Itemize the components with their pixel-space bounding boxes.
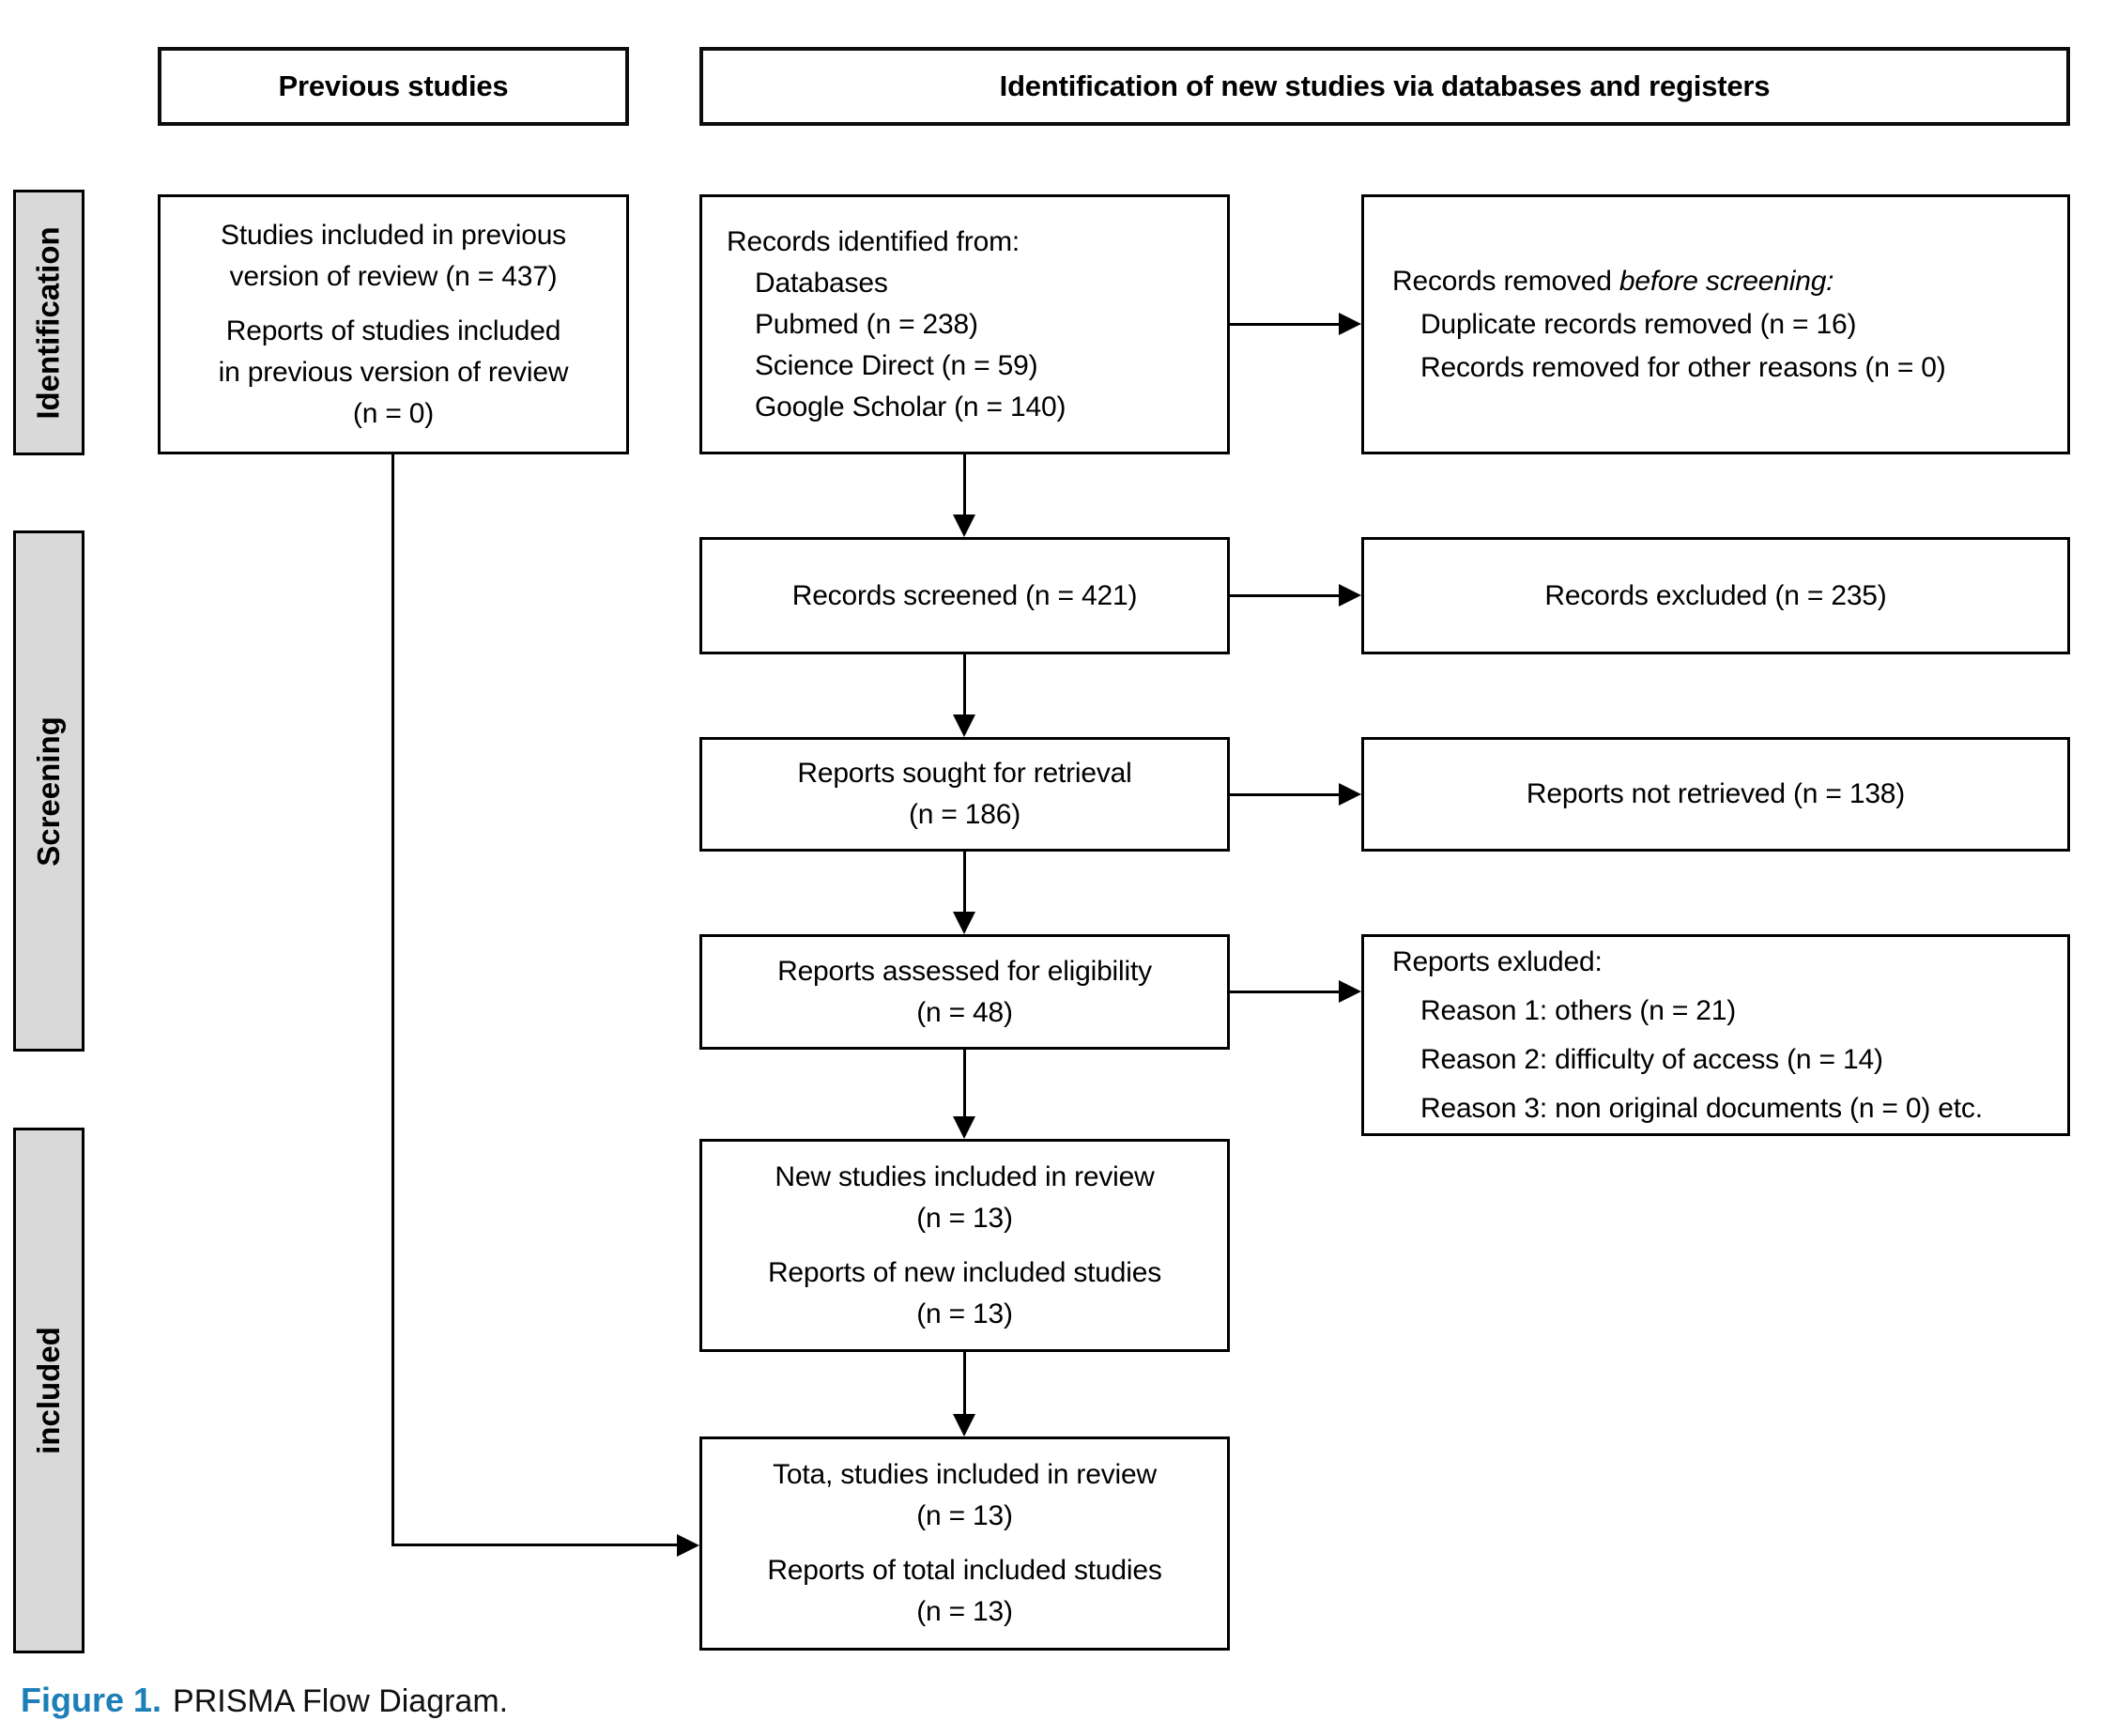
records-screened-box: Records screened (n = 421) (699, 537, 1230, 654)
stage-bar-identification-label: Identification (31, 225, 66, 420)
arrowhead-right-icon (1339, 313, 1361, 335)
records-excluded-box: Records excluded (n = 235) (1361, 537, 2070, 654)
box-line: Studies included in previous (221, 219, 566, 251)
connector-assessed-to-new (963, 1050, 966, 1118)
box-line: Reports sought for retrieval (797, 758, 1132, 789)
box-line: in previous version of review (218, 356, 569, 388)
arrowhead-down-icon (953, 714, 975, 737)
box-line: Reports of new included studies (767, 1256, 1162, 1288)
stage-bar-screening: Screening (13, 530, 84, 1052)
box-line: Reason 3: non original documents (n = 0)… (1420, 1092, 1983, 1124)
arrowhead-right-icon (1339, 584, 1361, 607)
figure-caption: Figure 1. PRISMA Flow Diagram. (21, 1681, 508, 1720)
box-line: Google Scholar (n = 140) (755, 391, 1066, 422)
arrowhead-down-icon (953, 1414, 975, 1436)
connector-screened-to-sought (963, 654, 966, 716)
figure-caption-label: Figure 1. (21, 1681, 162, 1719)
reports-sought-box: Reports sought for retrieval (n = 186) (699, 737, 1230, 852)
header-previous-studies-label: Previous studies (278, 69, 509, 102)
connector-assessed-to-reports-excluded (1230, 991, 1341, 993)
box-line: (n = 48) (916, 996, 1013, 1028)
total-studies-included-box: Tota, studies included in review (n = 13… (699, 1436, 1230, 1651)
reports-excluded-box: Reports exluded: Reason 1: others (n = 2… (1361, 934, 2070, 1136)
arrowhead-down-icon (953, 1116, 975, 1139)
box-line: Reports not retrieved (n = 138) (1526, 778, 1906, 809)
box-line: Duplicate records removed (n = 16) (1420, 308, 1857, 340)
stage-bar-screening-label: Screening (31, 715, 66, 867)
connector-new-to-total (963, 1352, 966, 1416)
connector-sought-to-assessed (963, 852, 966, 914)
connector-screened-to-excluded (1230, 594, 1341, 597)
connector-previous-to-total-vertical (391, 454, 394, 1545)
arrowhead-into-total-box (677, 1534, 699, 1557)
box-line: (n = 186) (908, 799, 1021, 830)
box-line: Tota, studies included in review (773, 1459, 1157, 1490)
reports-not-retrieved-box: Reports not retrieved (n = 138) (1361, 737, 2070, 852)
connector-sought-to-not-retrieved (1230, 793, 1341, 796)
header-previous-studies: Previous studies (158, 47, 629, 126)
box-line: Records removed before screening: (1392, 260, 1834, 303)
box-line: New studies included in review (775, 1160, 1155, 1192)
box-line: Pubmed (n = 238) (755, 308, 978, 340)
arrowhead-down-icon (953, 515, 975, 537)
arrowhead-right-icon (1339, 980, 1361, 1003)
box-line: Reason 1: others (n = 21) (1420, 994, 1737, 1026)
box-line-italic: before screening: (1619, 265, 1834, 297)
box-line: (n = 13) (916, 1500, 1013, 1531)
arrowhead-down-icon (953, 912, 975, 934)
box-line: Reports assessed for eligibility (777, 955, 1152, 987)
box-line: Databases (755, 267, 888, 299)
records-removed-box: Records removed before screening: Duplic… (1361, 194, 2070, 454)
connector-previous-to-total-horizontal (391, 1544, 681, 1546)
connector-identified-to-removed (1230, 323, 1341, 326)
box-line-regular: Records removed (1392, 265, 1619, 297)
previous-studies-box: Studies included in previous version of … (158, 194, 629, 454)
stage-bar-included: included (13, 1128, 84, 1653)
box-line: Reason 2: difficulty of access (n = 14) (1420, 1043, 1883, 1075)
connector-identified-to-screened (963, 454, 966, 516)
box-line: Records identified from: (727, 225, 1020, 257)
box-line: Records excluded (n = 235) (1544, 579, 1887, 611)
header-identification-new-studies: Identification of new studies via databa… (699, 47, 2070, 126)
box-line: (n = 13) (916, 1596, 1013, 1627)
box-line: (n = 13) (916, 1298, 1013, 1329)
box-line: Records removed for other reasons (n = 0… (1420, 351, 1946, 383)
arrowhead-right-icon (1339, 783, 1361, 806)
records-identified-box: Records identified from: Databases Pubme… (699, 194, 1230, 454)
box-line: Reports of studies included (225, 315, 561, 346)
reports-assessed-box: Reports assessed for eligibility (n = 48… (699, 934, 1230, 1050)
box-line: Reports of total included studies (767, 1555, 1162, 1586)
stage-bar-identification: Identification (13, 190, 84, 455)
stage-bar-included-label: included (31, 1327, 66, 1454)
box-line: Science Direct (n = 59) (755, 349, 1038, 381)
box-line: (n = 0) (352, 397, 435, 429)
header-identification-new-studies-label: Identification of new studies via databa… (999, 69, 1771, 102)
box-line: (n = 13) (916, 1202, 1013, 1234)
box-line: Records screened (n = 421) (791, 579, 1138, 611)
new-studies-included-box: New studies included in review (n = 13) … (699, 1139, 1230, 1352)
box-line: version of review (n = 437) (229, 260, 558, 292)
box-line: Reports exluded: (1392, 945, 1603, 977)
figure-caption-text: PRISMA Flow Diagram. (173, 1683, 509, 1719)
